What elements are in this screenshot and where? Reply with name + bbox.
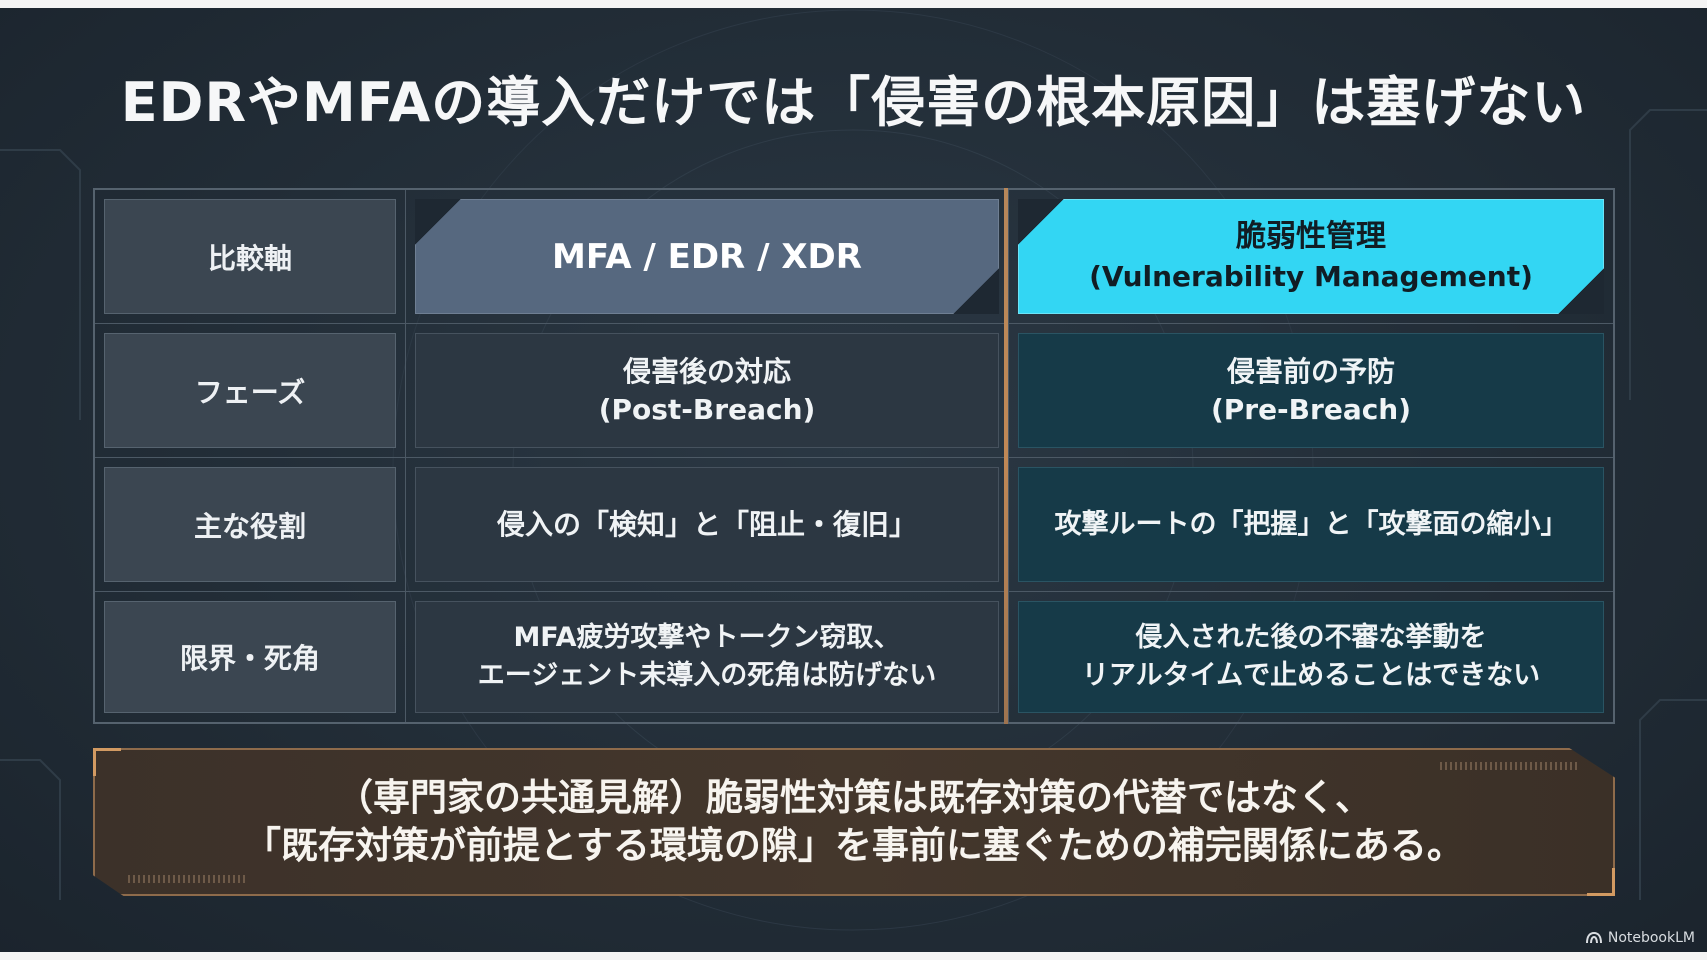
notebooklm-logo-icon [1585,932,1602,944]
row-left-text: 侵害後の対応 (Post-Breach) [415,333,999,448]
row-left-cell: 侵害後の対応 (Post-Breach) [406,324,1009,458]
banner-stripe-decoration [1440,762,1580,770]
row-right-text: 侵害前の予防 (Pre-Breach) [1018,333,1604,448]
row-right-line: リアルタイムで止めることはできない [1081,660,1541,691]
header-axis-label: 比較軸 [104,199,396,314]
banner-corner-accent [1587,893,1615,896]
banner-corner-accent [93,748,96,776]
row-left-cell: MFA疲労攻撃やトークン窃取、 エージェント未導入の死角は防げない [406,592,1009,722]
slide-title: EDRやMFAの導入だけでは「侵害の根本原因」は塞げない [120,71,1587,134]
row-left-line: 侵害後の対応 [622,354,791,388]
bottom-frame-strip [0,952,1707,960]
row-right-line: 侵害前の予防 [1226,354,1395,388]
header-right-subtitle: (Vulnerability Management) [1089,259,1533,293]
row-right-cell: 侵害前の予防 (Pre-Breach) [1009,324,1613,458]
row-right-line: (Pre-Breach) [1210,392,1412,426]
conclusion-line: 「既存対策が前提とする環境の隙」を事前に塞ぐための補完関係にある。 [244,824,1464,867]
column-divider-accent [1004,188,1008,724]
header-left-label: MFA / EDR / XDR [415,199,999,314]
row-axis-cell: フェーズ [95,324,406,458]
header-left-cell: MFA / EDR / XDR [406,190,1009,324]
row-right-cell: 侵入された後の不審な挙動を リアルタイムで止めることはできない [1009,592,1613,722]
header-right-label: 脆弱性管理 (Vulnerability Management) [1018,199,1604,314]
row-left-line: エージェント未導入の死角は防げない [477,660,937,691]
row-right-text: 侵入された後の不審な挙動を リアルタイムで止めることはできない [1018,601,1604,713]
brand-label: NotebookLM [1607,930,1695,946]
row-axis-cell: 主な役割 [95,458,406,592]
header-axis-cell: 比較軸 [95,190,406,324]
row-axis-cell: 限界・死角 [95,592,406,722]
row-left-cell: 侵入の「検知」と「阻止・復旧」 [406,458,1009,592]
row-axis-label: 限界・死角 [104,601,396,713]
banner-stripe-decoration [128,875,248,883]
brand-watermark: NotebookLM [1585,930,1695,946]
row-axis-label: 主な役割 [104,467,396,582]
row-right-text: 攻撃ルートの「把握」と「攻撃面の縮小」 [1018,467,1604,582]
row-left-line: MFA疲労攻撃やトークン窃取、 [513,622,901,653]
comparison-table: 比較軸 MFA / EDR / XDR 脆弱性管理 (Vulnerability… [93,188,1615,724]
conclusion-banner: （専門家の共通見解）脆弱性対策は既存対策の代替ではなく、 「既存対策が前提とする… [93,748,1615,896]
top-frame-strip [0,0,1707,8]
conclusion-line: （専門家の共通見解）脆弱性対策は既存対策の代替ではなく、 [336,776,1372,819]
row-left-text: 侵入の「検知」と「阻止・復旧」 [415,467,999,582]
banner-corner-accent [93,748,121,751]
row-left-line: (Post-Breach) [598,392,816,426]
row-right-cell: 攻撃ルートの「把握」と「攻撃面の縮小」 [1009,458,1613,592]
banner-corner-accent [1612,868,1615,896]
row-right-line: 侵入された後の不審な挙動を [1135,622,1487,653]
row-axis-label: フェーズ [104,333,396,448]
header-right-title: 脆弱性管理 [1236,218,1386,254]
row-left-text: MFA疲労攻撃やトークン窃取、 エージェント未導入の死角は防げない [415,601,999,713]
header-right-cell: 脆弱性管理 (Vulnerability Management) [1009,190,1613,324]
